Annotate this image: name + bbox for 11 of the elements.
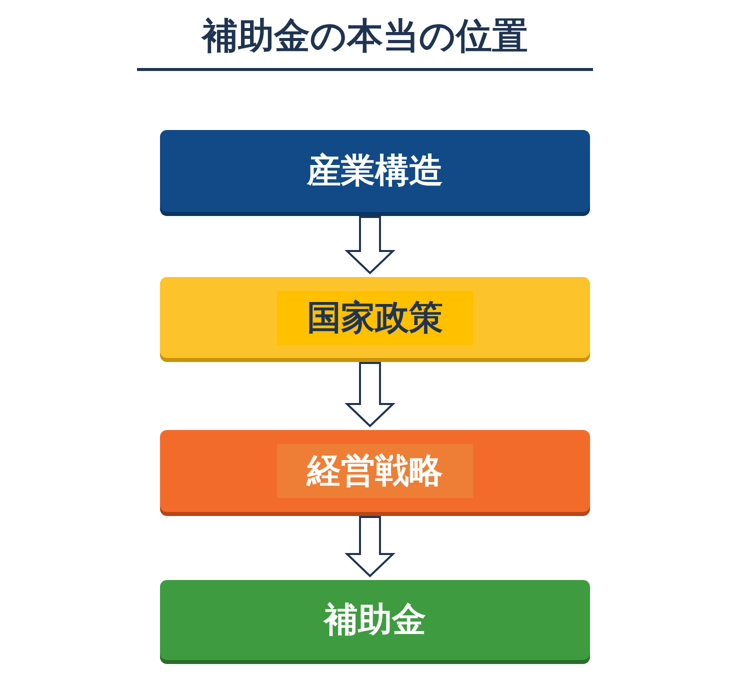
process-box — [160, 277, 590, 358]
box-label: 産業構造 — [306, 150, 444, 193]
arrow — [344, 362, 396, 428]
arrow — [344, 516, 396, 578]
process-box — [160, 130, 590, 212]
process-box — [160, 430, 590, 512]
process-box — [160, 580, 590, 660]
box-label: 補助金 — [322, 599, 427, 642]
box-label: 国家政策 — [277, 290, 473, 344]
title: 補助金の本当の位置 — [200, 15, 529, 59]
box-label: 経営戦略 — [277, 444, 473, 498]
